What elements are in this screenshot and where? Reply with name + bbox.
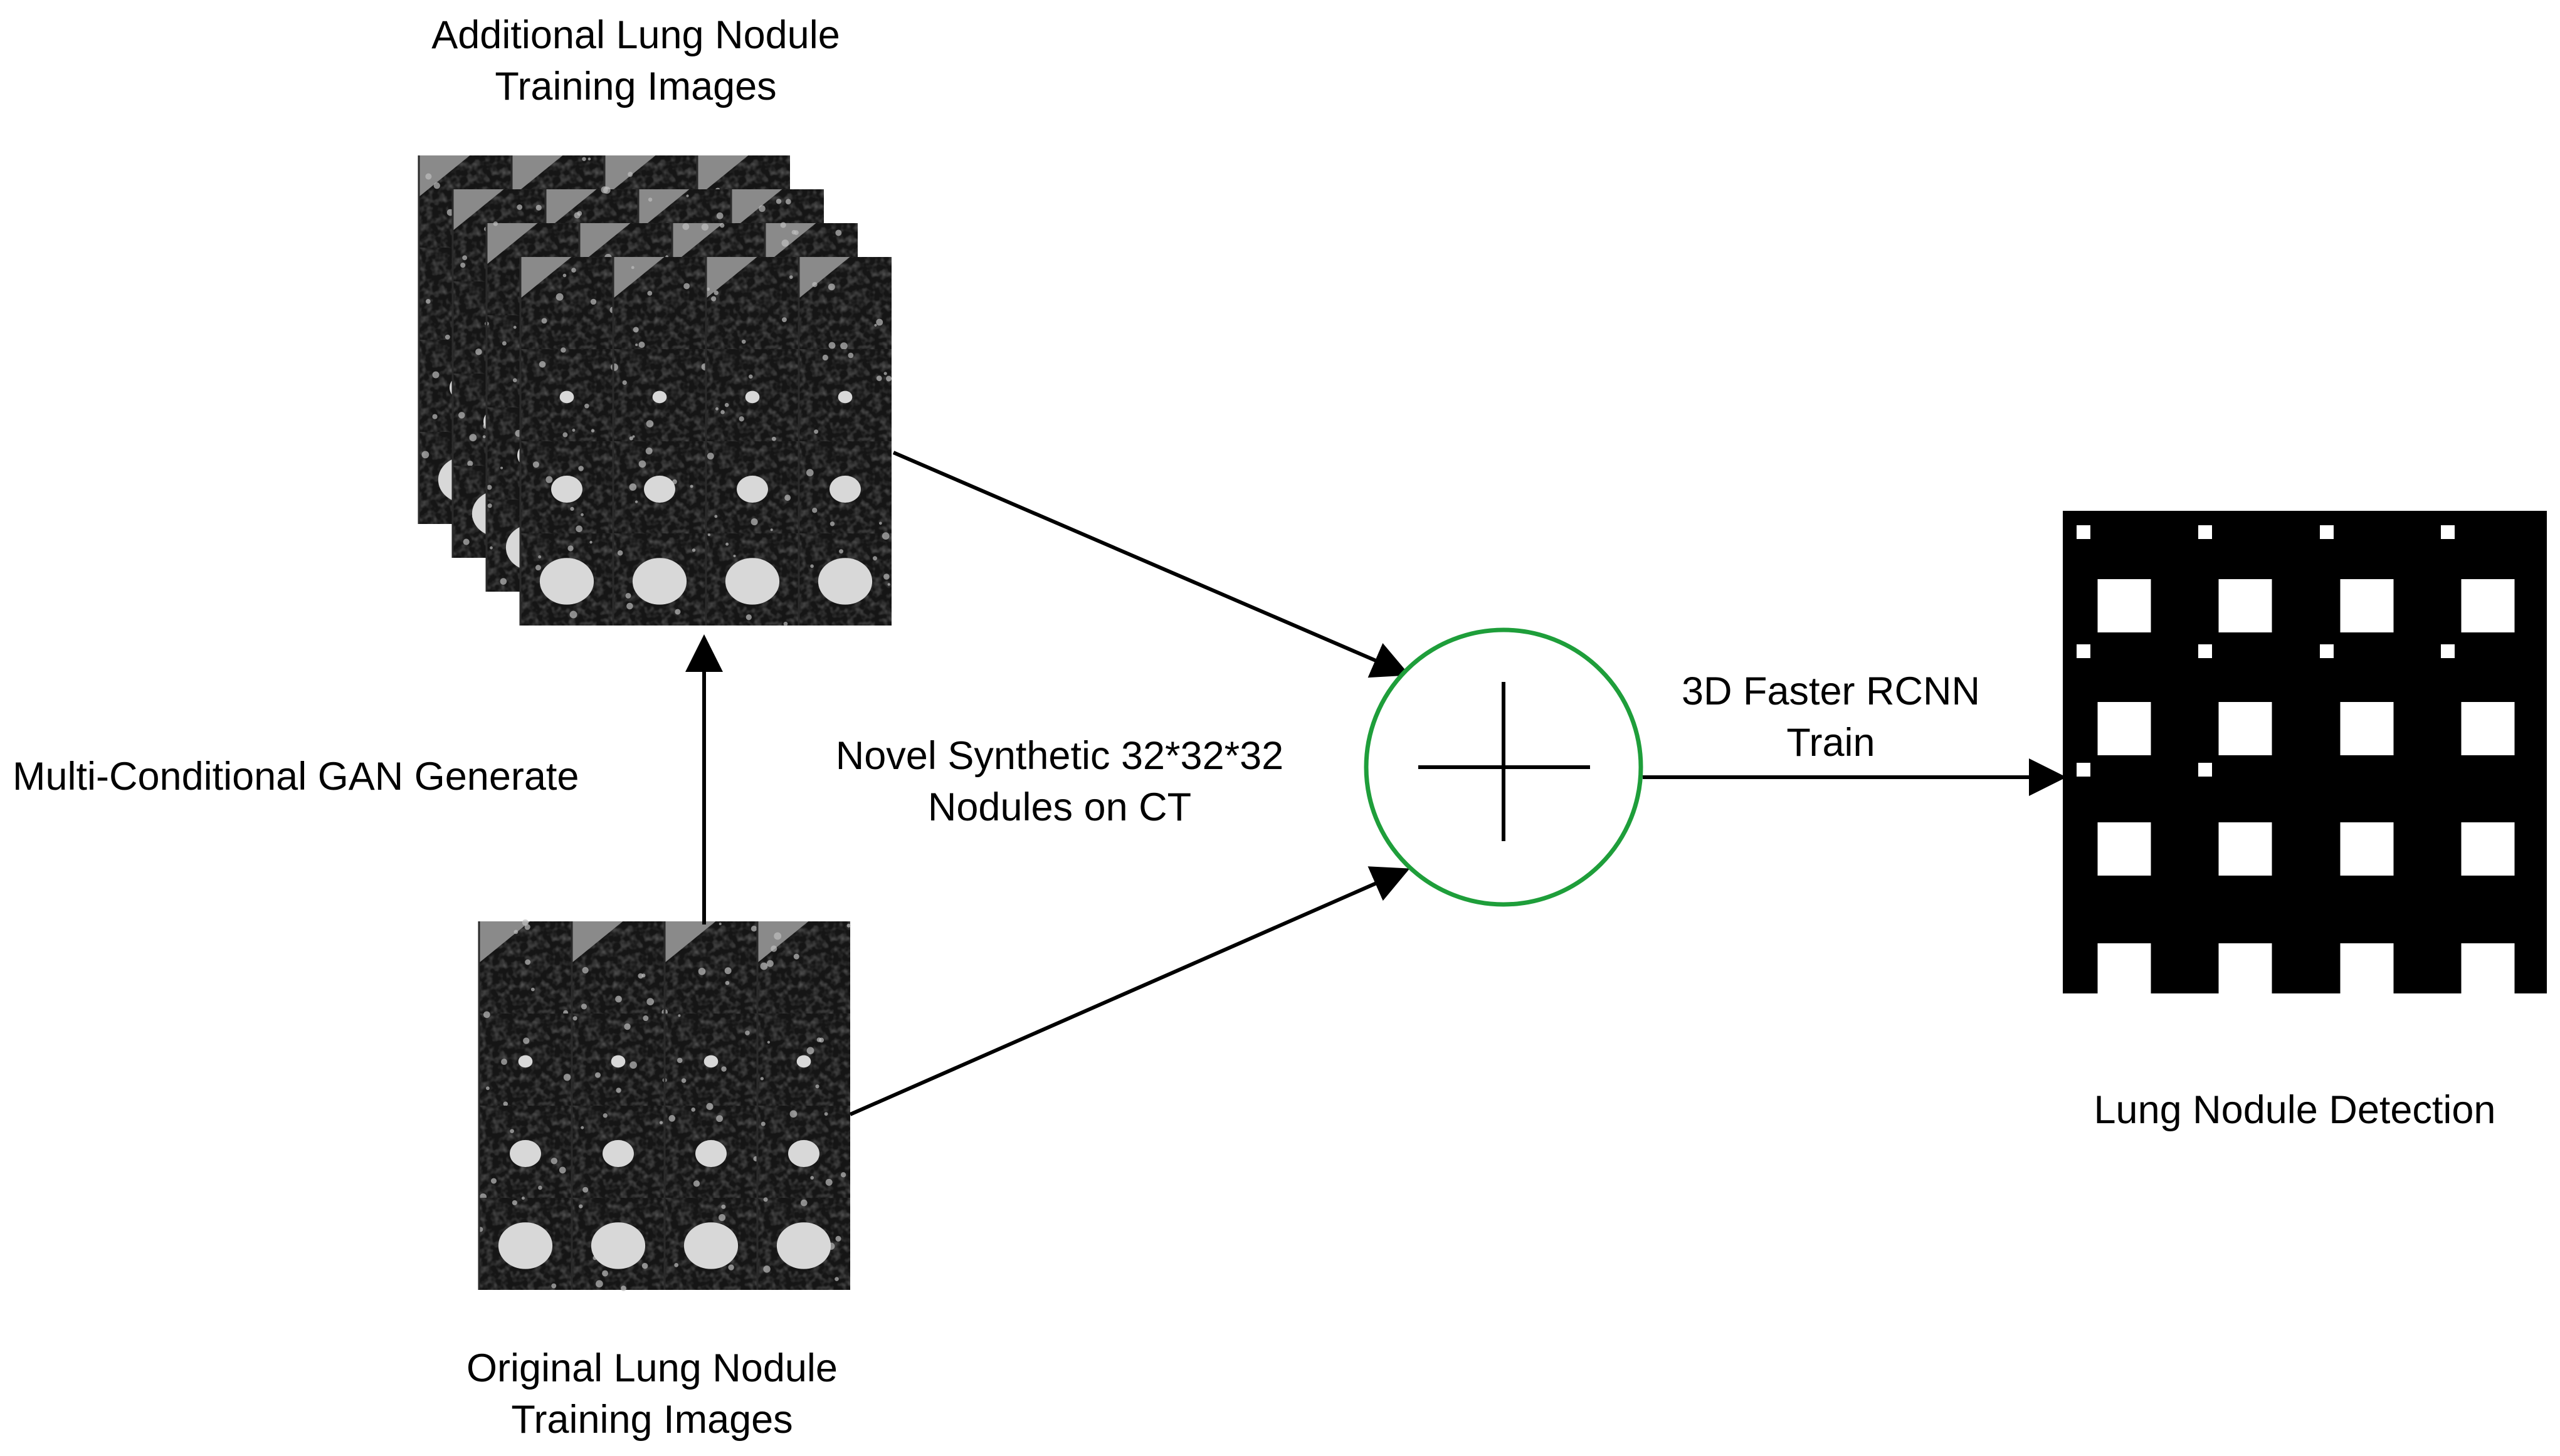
novel-synthetic-label: Novel Synthetic 32*32*32 Nodules on CT bbox=[835, 734, 1284, 829]
detected-nodule-box bbox=[2218, 943, 2272, 993]
detected-nodule-box bbox=[2218, 702, 2272, 755]
ct-tile bbox=[571, 1013, 665, 1106]
original-training-label: Original Lung Nodule Training Images bbox=[466, 1346, 838, 1442]
detected-nodule-box bbox=[2461, 943, 2515, 993]
detected-nodule-box bbox=[2340, 822, 2394, 876]
ct-tile bbox=[756, 1106, 850, 1198]
ct-tile bbox=[705, 441, 799, 533]
ct-tile bbox=[663, 1198, 757, 1290]
ct-tile bbox=[611, 349, 709, 441]
small-detection-marker bbox=[2198, 525, 2212, 539]
additional-training-label: Additional Lung Nodule Training Images bbox=[431, 13, 840, 108]
gan-generate-label: Multi-Conditional GAN Generate bbox=[13, 755, 579, 799]
ct-tile bbox=[478, 1011, 572, 1107]
detected-nodule-box bbox=[2097, 702, 2151, 755]
detected-nodule-box bbox=[2218, 579, 2272, 632]
ct-tile bbox=[705, 257, 799, 349]
ct-tile bbox=[519, 347, 613, 441]
ct-tile bbox=[798, 257, 892, 350]
ct-tile bbox=[663, 1102, 759, 1198]
ct-tile bbox=[478, 919, 572, 1015]
ct-tile bbox=[612, 441, 706, 533]
original-training-image-grid bbox=[478, 919, 851, 1291]
ct-tile bbox=[662, 1013, 757, 1106]
small-detection-marker bbox=[2320, 525, 2334, 539]
detected-nodule-box bbox=[2461, 822, 2515, 876]
small-detection-marker bbox=[2198, 763, 2212, 777]
ct-tile bbox=[451, 189, 545, 281]
original-to-combine-arrow bbox=[849, 866, 1410, 1116]
detected-nodule-box bbox=[2218, 822, 2272, 876]
small-detection-marker bbox=[2441, 644, 2455, 658]
ct-tile bbox=[612, 533, 706, 626]
detected-nodule-box bbox=[2340, 943, 2394, 993]
ct-tile bbox=[798, 349, 892, 441]
ct-tile bbox=[519, 441, 613, 533]
detection-label: Lung Nodule Detection bbox=[2094, 1088, 2496, 1132]
ct-tile bbox=[756, 1197, 850, 1290]
ct-tile bbox=[478, 1197, 572, 1290]
detected-nodule-box bbox=[2097, 822, 2151, 876]
plus-icon bbox=[1418, 682, 1590, 841]
small-detection-marker bbox=[2441, 525, 2455, 539]
ct-tile bbox=[571, 1106, 665, 1198]
small-detection-marker bbox=[2198, 644, 2212, 658]
ct-tile bbox=[798, 441, 892, 533]
detected-nodule-box bbox=[2461, 579, 2515, 632]
ct-tile bbox=[756, 1013, 850, 1106]
ct-tile bbox=[519, 257, 617, 349]
detected-nodule-box bbox=[2461, 702, 2515, 755]
ct-tile bbox=[519, 533, 613, 626]
additional-to-combine-arrow bbox=[892, 451, 1410, 678]
stacked-ct-grid-4 bbox=[519, 257, 892, 626]
detected-nodule-box bbox=[2340, 579, 2394, 632]
ct-tile bbox=[571, 1198, 665, 1291]
detected-nodule-box bbox=[2097, 579, 2151, 632]
combine-node bbox=[1364, 627, 1643, 907]
additional-training-image-stack bbox=[418, 155, 892, 626]
ct-tile bbox=[571, 921, 665, 1013]
ct-tile bbox=[478, 1106, 572, 1201]
small-detection-marker bbox=[2077, 525, 2090, 539]
ct-tile bbox=[612, 257, 706, 349]
ct-tile bbox=[705, 533, 799, 626]
small-detection-marker bbox=[2077, 644, 2090, 658]
ct-tile bbox=[798, 532, 892, 626]
detection-result-grid bbox=[2063, 511, 2547, 993]
detected-nodule-box bbox=[2097, 943, 2151, 993]
original-ct-grid bbox=[478, 919, 851, 1291]
ct-tile bbox=[756, 921, 851, 1013]
detected-nodule-box bbox=[2340, 702, 2394, 755]
faster-rcnn-label: 3D Faster RCNN Train bbox=[1681, 669, 1981, 765]
ct-tile bbox=[661, 921, 757, 1015]
small-detection-marker bbox=[2320, 644, 2334, 658]
ct-tile bbox=[705, 349, 799, 441]
small-detection-marker bbox=[2077, 763, 2090, 777]
